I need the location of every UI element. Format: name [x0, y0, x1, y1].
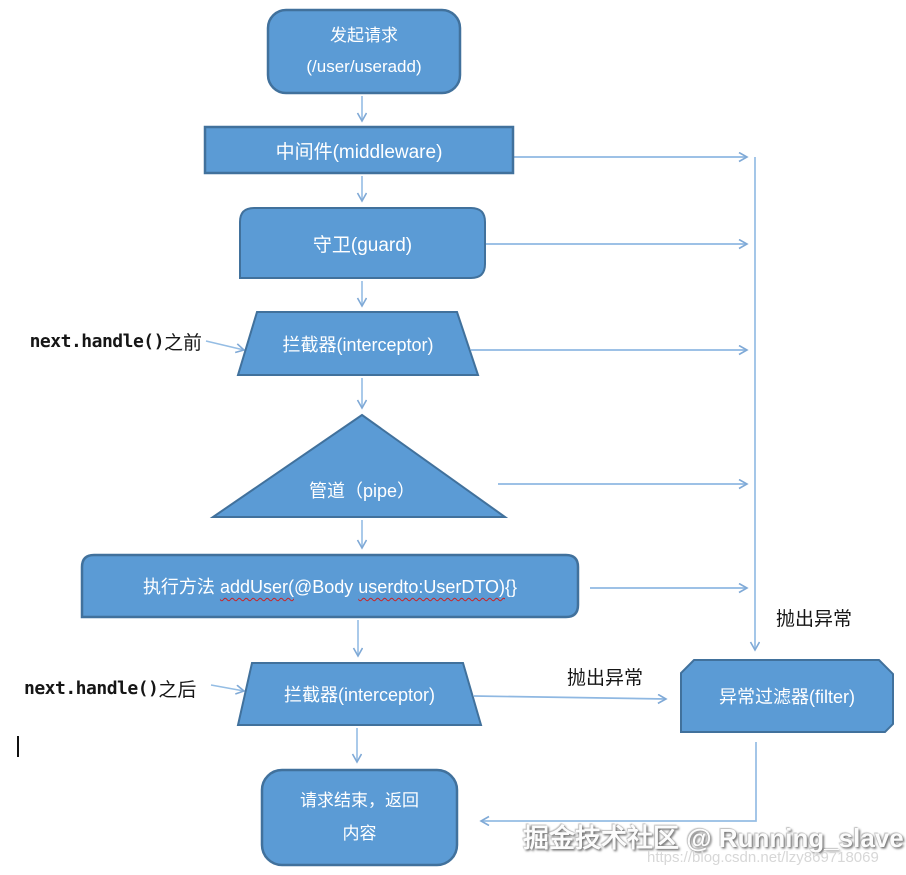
exception-arrow-interceptor-after: [473, 696, 666, 699]
filter-node-shape: [680, 659, 894, 733]
interceptor-after-node-shape: [236, 662, 483, 726]
method-node-shape: [80, 553, 580, 619]
annotation-before-suffix: 之前: [163, 333, 202, 354]
watermark-community: 掘金技术社区 @ Running_slave: [523, 823, 904, 853]
annotation-arrow-after: [210, 684, 244, 691]
annotation-before-handle: next.handle()之前: [8, 328, 202, 355]
text-cursor: [17, 736, 19, 757]
middleware-node-shape: [203, 125, 515, 175]
watermark-url: https://blog.csdn.net/lzy869718069: [647, 849, 879, 866]
pipe-node-shape: [209, 413, 509, 518]
annotation-after-suffix: 之后: [158, 680, 197, 701]
end-node-shape: [260, 768, 459, 867]
annotation-after-handle: next.handle()之后: [24, 675, 214, 702]
annotation-arrow-before: [205, 340, 244, 350]
guard-node-shape: [239, 207, 486, 279]
throw-exception-label-mid: 抛出异常: [567, 668, 644, 689]
interceptor-before-node-shape: [236, 311, 480, 376]
annotation-after-code: next.handle(): [24, 678, 159, 699]
start-node-shape: [266, 8, 462, 95]
throw-exception-label-right: 抛出异常: [776, 609, 853, 630]
filter-return-connector: [481, 742, 757, 821]
annotation-before-code: next.handle(): [29, 331, 165, 352]
